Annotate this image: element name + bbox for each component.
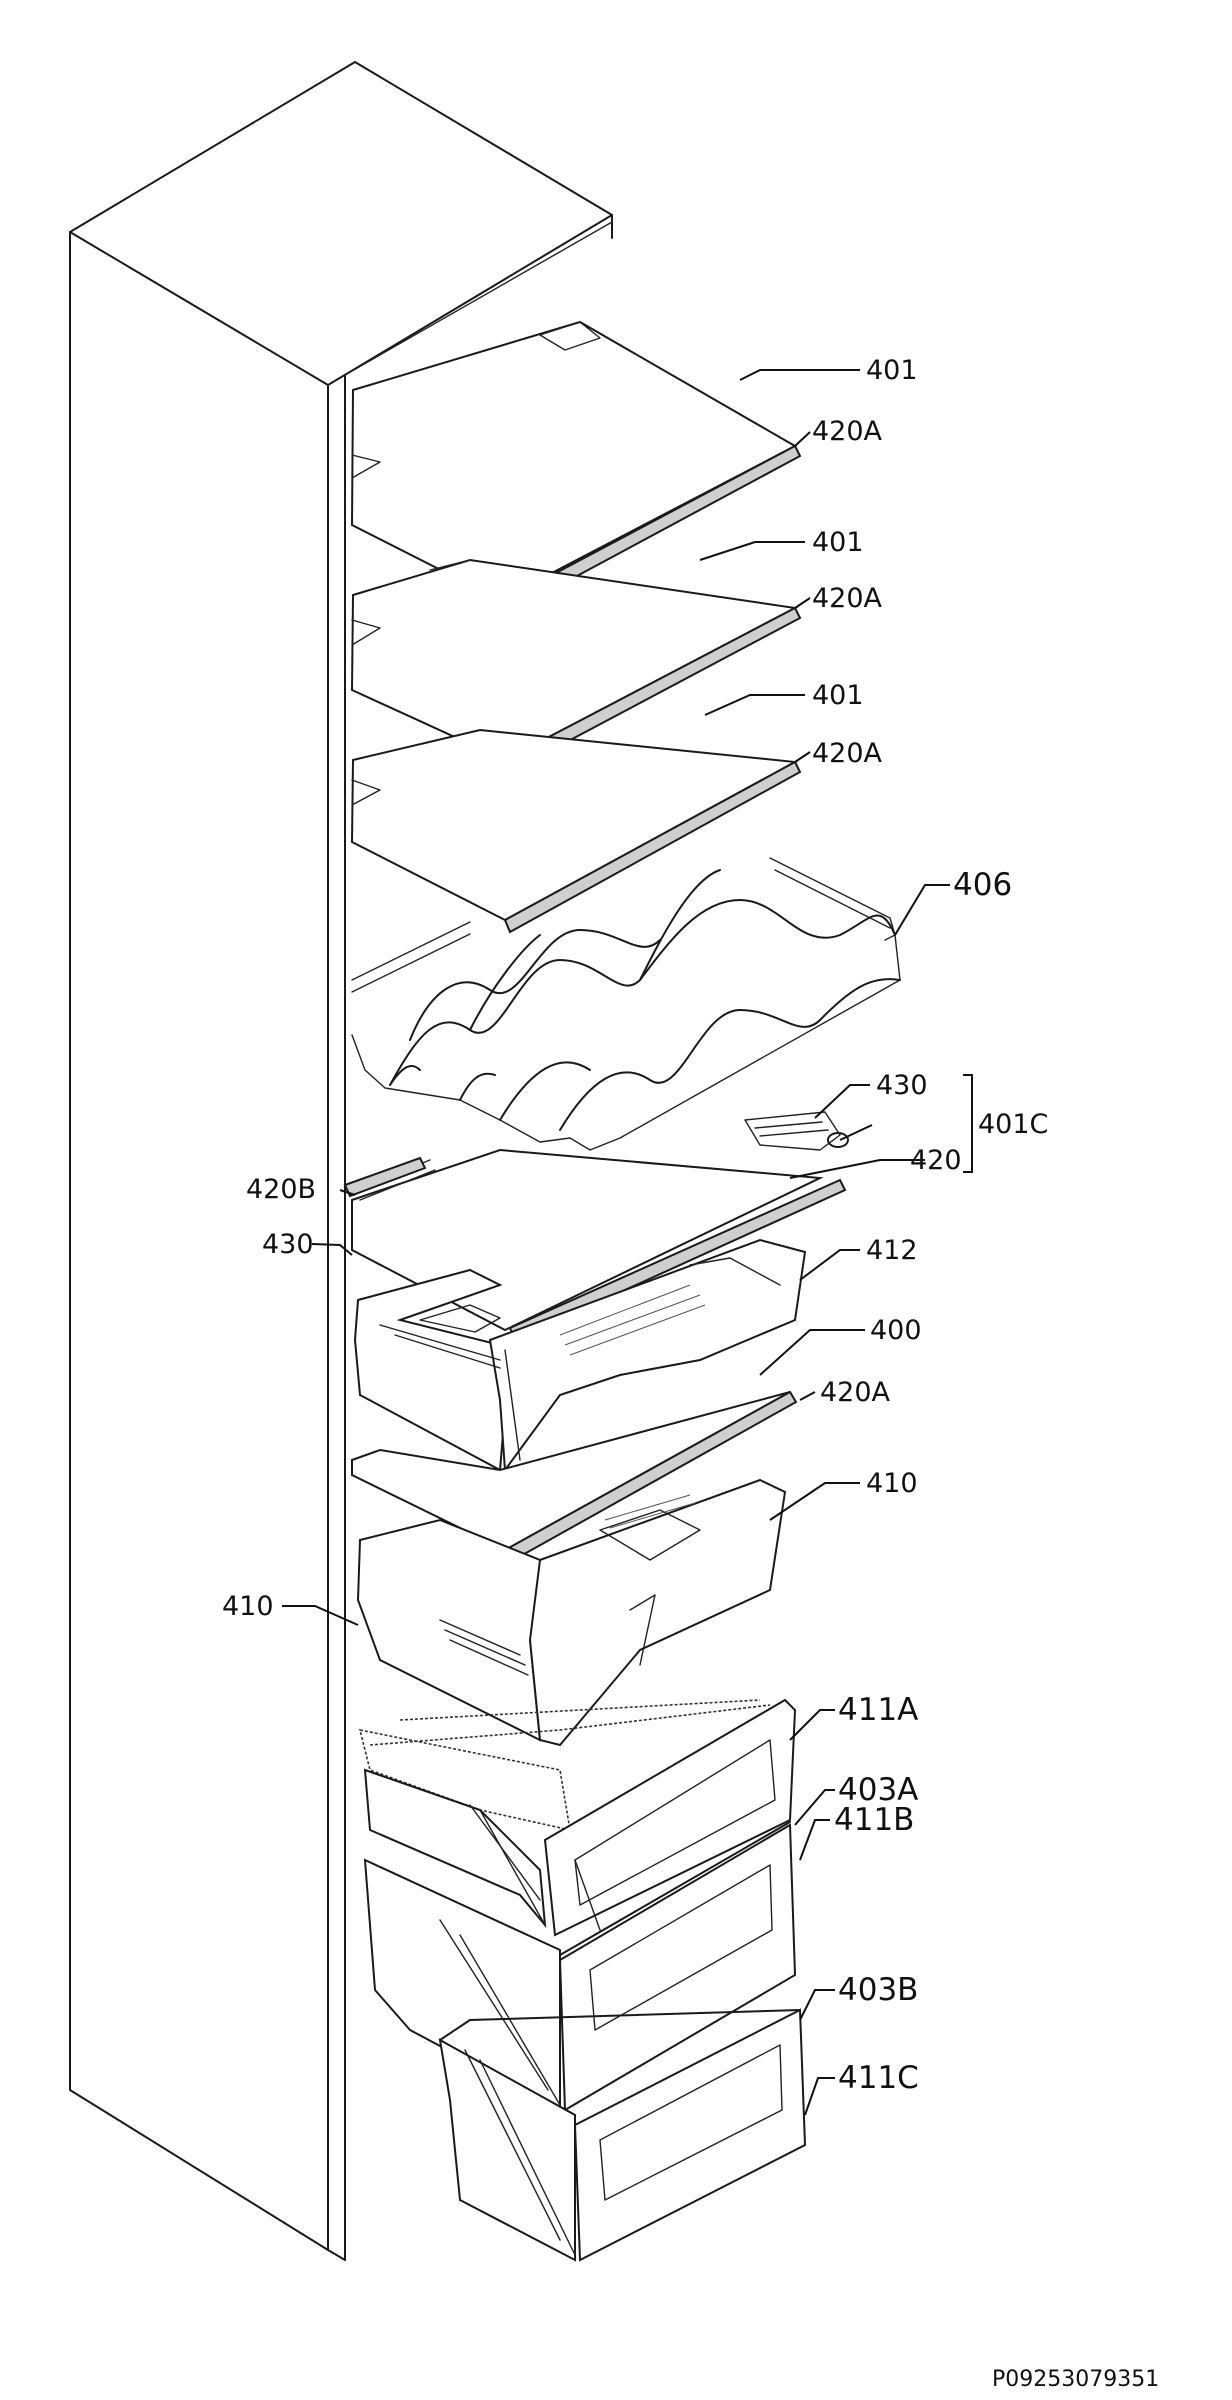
label-430-left: 430 — [262, 1229, 314, 1260]
label-420a-1: 420A — [812, 416, 883, 447]
label-411c: 411C — [838, 2060, 919, 2096]
trim-strip-420a-3 — [503, 760, 802, 934]
label-420b: 420B — [246, 1174, 316, 1205]
label-401c: 401C — [978, 1109, 1048, 1140]
label-420a-4: 420A — [820, 1377, 891, 1408]
freezer-drawer-411a — [358, 1698, 797, 1937]
wine-rack-406 — [351, 857, 901, 1151]
label-400: 400 — [870, 1315, 922, 1346]
leader-lines — [282, 369, 973, 2116]
label-403a: 403A — [838, 1772, 918, 1808]
part-labels: 401 420A 401 420A 401 420A 406 430 401C … — [222, 355, 1048, 2096]
label-406: 406 — [953, 867, 1012, 903]
crisper-drawer-410 — [356, 1478, 787, 1747]
label-420: 420 — [910, 1145, 962, 1176]
freezer-drawer-411b — [363, 1821, 797, 2112]
label-410-right: 410 — [866, 1468, 918, 1499]
label-420a-2: 420A — [812, 583, 883, 614]
drawer-412 — [353, 1238, 807, 1473]
label-411b: 411B — [834, 1802, 914, 1838]
cabinet — [69, 61, 613, 2261]
label-401-c: 401 — [812, 680, 864, 711]
label-401-b: 401 — [812, 527, 864, 558]
glass-shelf-401-top — [350, 320, 798, 602]
label-403b: 403B — [838, 1972, 918, 2008]
label-410-left: 410 — [222, 1591, 274, 1622]
label-411a: 411A — [838, 1692, 918, 1728]
freezer-drawer-411c — [438, 2008, 807, 2262]
label-420a-3: 420A — [812, 738, 883, 769]
label-430-right: 430 — [876, 1070, 928, 1101]
label-401-a: 401 — [866, 355, 918, 386]
label-412: 412 — [866, 1235, 918, 1266]
drawing-code: P09253079351 — [992, 2367, 1159, 2392]
